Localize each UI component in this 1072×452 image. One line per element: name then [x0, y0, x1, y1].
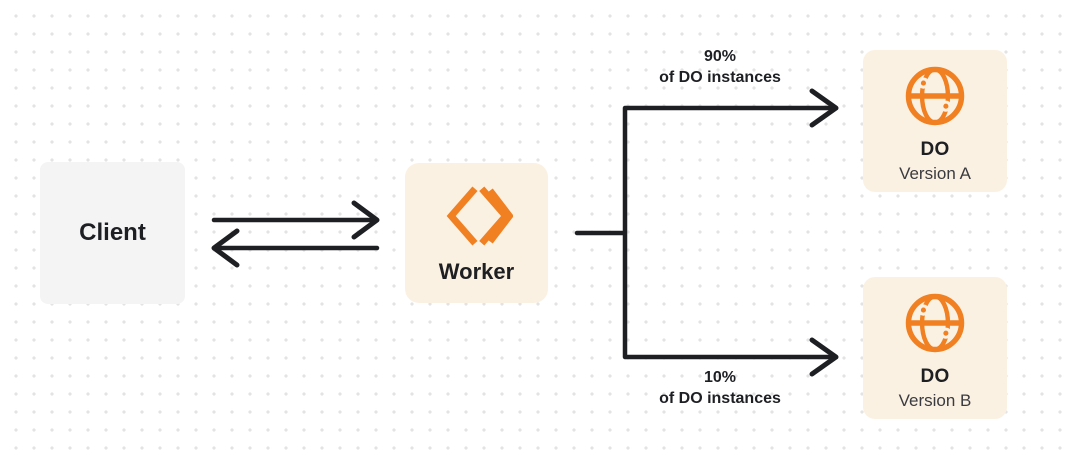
route-b-percent: 10% — [703, 369, 737, 386]
globe-icon — [905, 293, 965, 353]
route-a-label: 90% of DO instances — [615, 46, 825, 88]
worker-branch-lines — [574, 105, 833, 360]
route-a-caption: of DO instances — [659, 69, 781, 86]
client-node: Client — [40, 162, 185, 304]
route-b-label: 10% of DO instances — [615, 367, 825, 409]
do-version-b-node: DO Version B — [863, 277, 1007, 419]
do-a-subtitle: Version A — [899, 164, 971, 183]
worker-label: Worker — [438, 258, 515, 284]
branch-a-arrowhead-icon — [809, 88, 839, 128]
do-a-title: DO — [920, 139, 950, 160]
route-a-percent: 90% — [703, 48, 737, 65]
worker-to-client-arrowhead-icon — [211, 228, 240, 268]
client-label: Client — [79, 219, 146, 246]
do-b-title: DO — [920, 366, 950, 387]
client-to-worker-arrowhead-icon — [351, 200, 380, 240]
branch-b-arrowhead-icon — [809, 337, 839, 377]
do-b-subtitle: Version B — [898, 391, 972, 410]
route-b-caption: of DO instances — [659, 390, 781, 407]
workers-chevrons-icon — [446, 186, 513, 245]
do-version-a-node: DO Version A — [863, 50, 1007, 192]
worker-node: Worker — [405, 163, 548, 303]
globe-icon — [905, 66, 965, 126]
